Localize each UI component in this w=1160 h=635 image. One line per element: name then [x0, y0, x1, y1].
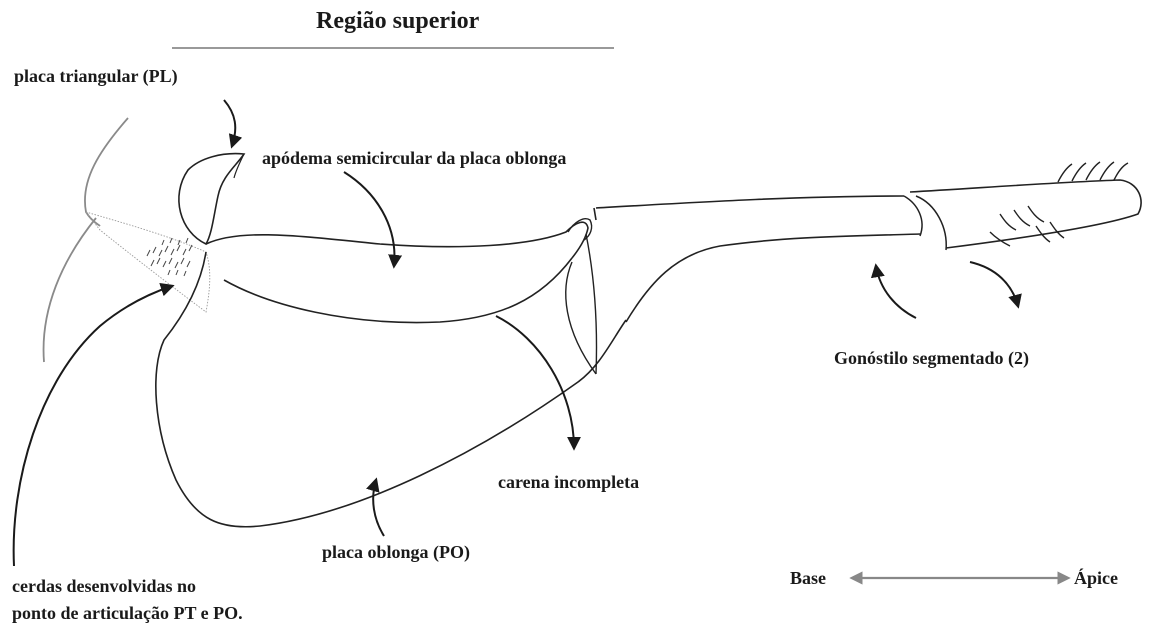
outer-capsule-lower-outline: [42, 217, 97, 363]
apodeme-tip: [567, 218, 593, 241]
label-gonostilo: Gonóstilo segmentado (2): [834, 348, 1029, 368]
carina-line-left: [565, 261, 597, 375]
setae-cluster: [146, 237, 193, 277]
apodeme-upper-edge: [205, 221, 589, 259]
setae-patch-outline: [84, 211, 211, 313]
label-placa-triangular: placa triangular (PL): [14, 66, 178, 86]
triangular-plate-inner-edge: [233, 153, 245, 179]
gonostyle-apical-segment: [909, 179, 1142, 249]
orientation-apice-label: Ápice: [1074, 568, 1118, 588]
triangular-plate-outline: [178, 152, 246, 246]
arrow-cerdas: [12, 282, 175, 567]
diagram-title: Região superior: [316, 8, 480, 34]
arrow-gonostilo-right: [969, 261, 1022, 309]
label-apodema: apódema semicircular da placa oblonga: [262, 148, 567, 168]
oblong-plate-outline: [155, 251, 627, 528]
gonostyle-joint-1: [903, 195, 923, 237]
orientation-base-label: Base: [790, 568, 826, 588]
arrow-placa-triangular: [223, 99, 243, 149]
arrow-carena: [495, 315, 581, 451]
apical-bristles-bottom: [989, 205, 1065, 247]
label-carena: carena incompleta: [498, 472, 640, 492]
shaft-lower-edge: [625, 233, 921, 323]
apical-bristles-top: [1057, 161, 1129, 183]
label-placa-oblonga: placa oblonga (PO): [322, 542, 471, 562]
label-cerdas-line2: ponto de articulação PT e PO.: [12, 603, 243, 623]
carina-line-right: [585, 233, 598, 375]
gonostyle-joint-2: [915, 195, 947, 251]
label-cerdas-line1: cerdas desenvolvidas no: [12, 576, 197, 596]
arrow-placa-oblonga: [366, 477, 385, 537]
outer-capsule-upper-outline: [84, 117, 129, 227]
arrow-gonostilo-left: [870, 263, 917, 319]
apodeme-lower-edge: [223, 257, 573, 324]
arrow-apodema: [343, 171, 403, 269]
shaft-upper-edge: [593, 195, 905, 221]
